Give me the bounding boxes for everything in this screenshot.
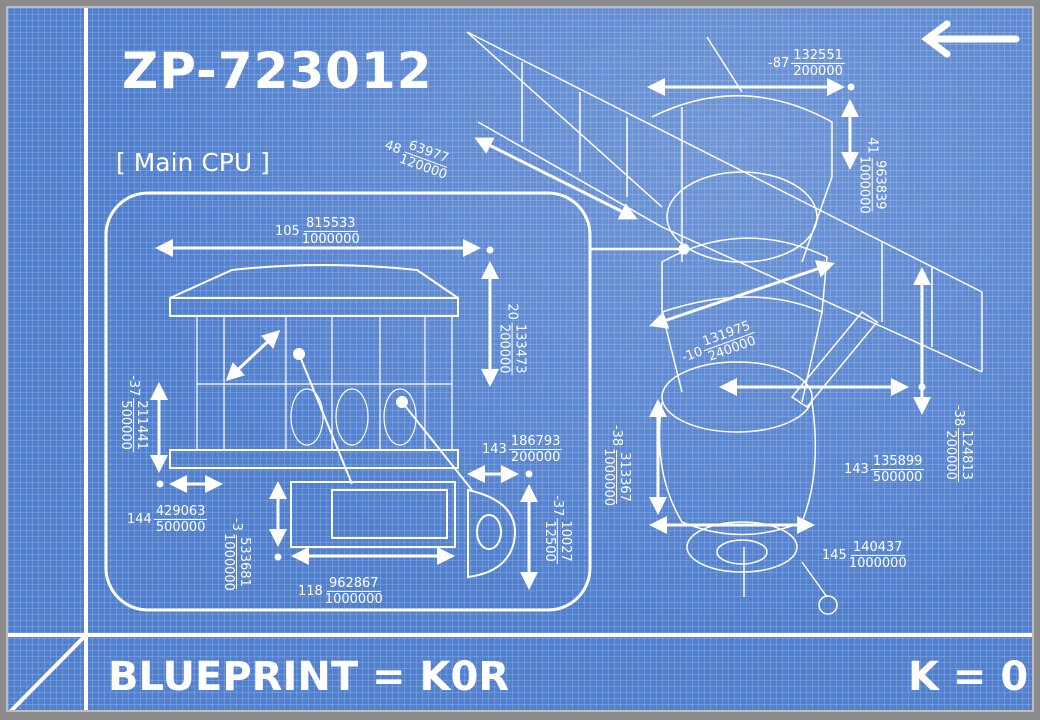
k-value: K = 0 <box>908 654 1029 700</box>
satellite-drawing <box>466 31 983 615</box>
blueprint-title: ZP-723012 <box>122 42 433 100</box>
blueprint-screen: ZP-723012 [ Main CPU ] BLUEPRINT = K0R K… <box>6 6 1034 712</box>
cpu-panel <box>104 191 592 612</box>
blueprint-formula: BLUEPRINT = K0R <box>108 654 510 700</box>
cpu-drawing <box>169 264 516 579</box>
left-arrow-icon <box>921 20 1020 58</box>
blueprint-drawing <box>8 8 1032 710</box>
component-label: [ Main CPU ] <box>116 148 270 177</box>
